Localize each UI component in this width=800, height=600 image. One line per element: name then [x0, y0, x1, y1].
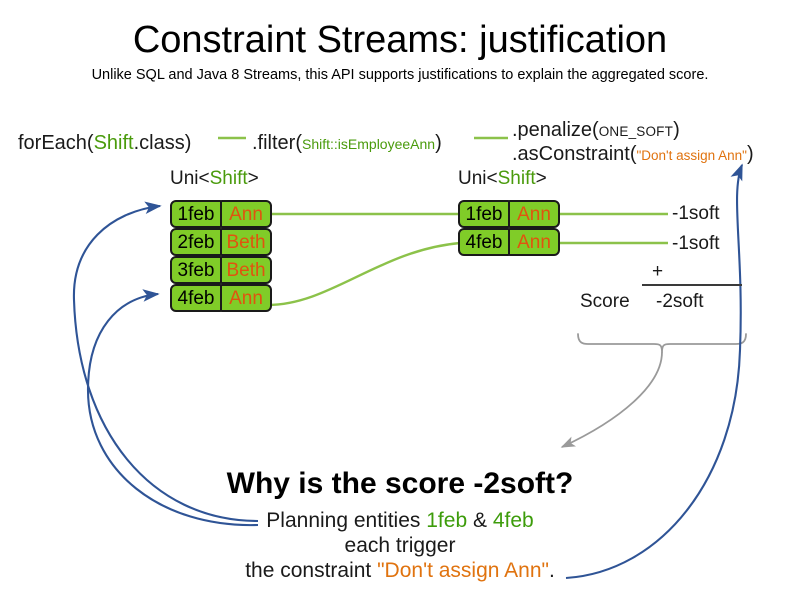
explanation-body: Planning entities 1feb & 4feb each trigg… [0, 508, 800, 583]
code-penalize-arg: ONE_SOFT [598, 124, 674, 139]
explanation-constraint-name: "Don't assign Ann" [377, 559, 549, 582]
match-score-2: -1soft [672, 233, 720, 254]
shift-row[interactable]: 1feb Ann [170, 200, 272, 228]
code-filter-prefix: .filter( [252, 132, 302, 154]
code-foreach: forEach(Shift.class) [18, 131, 191, 155]
code-penalize-prefix: .penalize( [512, 119, 599, 141]
shift-row[interactable]: 4feb Ann [458, 228, 560, 256]
code-filter-arg: Shift::isEmployeeAnn [302, 136, 436, 152]
right-uni-prefix: Uni< [458, 168, 498, 189]
shift-row[interactable]: 1feb Ann [458, 200, 560, 228]
shift-date: 1feb [170, 200, 222, 228]
shift-employee: Ann [220, 284, 272, 312]
score-plus-operator: + [652, 261, 664, 282]
shift-employee: Beth [220, 256, 272, 284]
explanation-line3-suffix: . [548, 559, 555, 582]
stream-link-4feb [267, 241, 461, 307]
shift-row[interactable]: 2feb Beth [170, 228, 272, 256]
left-uni-generic: Shift [209, 168, 248, 189]
right-stream-rows: 1feb Ann 4feb Ann [458, 200, 560, 256]
code-as-constraint-arg: "Don't assign Ann" [636, 148, 747, 163]
explanation-line-1: Planning entities 1feb & 4feb [0, 508, 800, 533]
score-divider [642, 284, 742, 286]
page-subtitle: Unlike SQL and Java 8 Streams, this API … [91, 67, 709, 83]
code-foreach-suffix: .class) [133, 132, 192, 154]
code-filter: .filter(Shift::isEmployeeAnn) [252, 131, 442, 156]
code-as-constraint-suffix: ) [746, 143, 754, 165]
shift-date: 3feb [170, 256, 222, 284]
shift-date: 4feb [458, 228, 510, 256]
code-as-constraint: .asConstraint("Don't assign Ann") [512, 142, 754, 168]
shift-employee: Ann [220, 200, 272, 228]
explanation-line3-prefix: the constraint [245, 559, 378, 582]
explanation-line-2: each trigger [344, 534, 456, 557]
score-label: Score [580, 291, 630, 312]
left-stream-rows: 1feb Ann 2feb Beth 3feb Beth 4feb Ann [170, 200, 272, 312]
match-score-1: -1soft [672, 203, 720, 224]
explanation-line1-mid: & [467, 509, 493, 532]
page-title: Constraint Streams: justification [132, 19, 668, 61]
shift-date: 1feb [458, 200, 510, 228]
code-penalize: .penalize(ONE_SOFT) [512, 118, 680, 144]
left-stream-type-label: Uni<Shift> [170, 168, 259, 190]
shift-employee: Ann [508, 228, 560, 256]
shift-row[interactable]: 4feb Ann [170, 284, 272, 312]
right-uni-suffix: > [535, 168, 547, 189]
shift-employee: Beth [220, 228, 272, 256]
left-uni-prefix: Uni< [170, 168, 210, 189]
code-as-constraint-prefix: .asConstraint( [512, 143, 637, 165]
explanation-question: Why is the score -2soft? [226, 467, 574, 500]
shift-employee: Ann [508, 200, 560, 228]
explanation-entity-b: 4feb [492, 509, 534, 532]
right-stream-type-label: Uni<Shift> [458, 168, 547, 190]
right-uni-generic: Shift [497, 168, 536, 189]
score-total: -2soft [656, 291, 704, 312]
shift-date: 2feb [170, 228, 222, 256]
code-filter-suffix: ) [435, 132, 442, 154]
code-foreach-prefix: forEach( [18, 132, 94, 154]
explanation-line-3: the constraint "Don't assign Ann". [0, 558, 800, 583]
code-penalize-suffix: ) [673, 119, 680, 141]
explanation-line1-prefix: Planning entities [266, 509, 427, 532]
code-foreach-type: Shift [93, 132, 134, 154]
explanation-entity-a: 1feb [426, 509, 468, 532]
score-brace [577, 333, 747, 353]
score-explain-arrow [560, 351, 663, 448]
shift-row[interactable]: 3feb Beth [170, 256, 272, 284]
shift-date: 4feb [170, 284, 222, 312]
left-uni-suffix: > [247, 168, 259, 189]
